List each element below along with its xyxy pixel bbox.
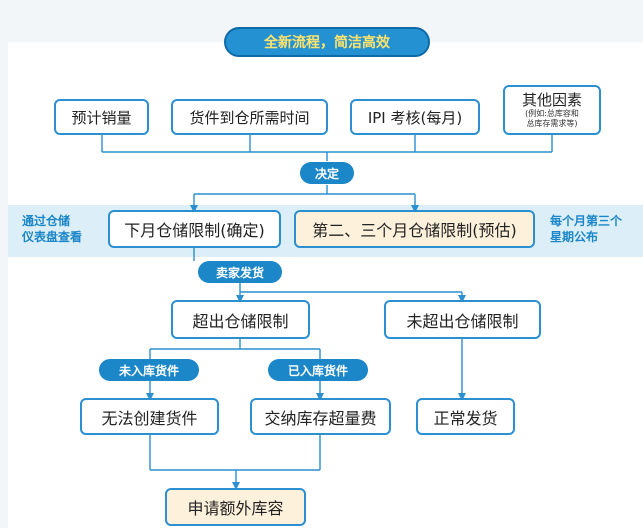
side-note-published: 每个月第三个 星期公布 [550, 214, 622, 245]
cannot-create-shipment: 无法创建货件 [80, 398, 219, 435]
factor-shipment-transit-time: 货件到仓所需时间 [171, 99, 328, 135]
side-note-published-line1: 每个月第三个 [550, 214, 623, 228]
next-month-limit: 下月仓储限制(确定) [108, 210, 281, 248]
factor-other: 其他因素 (例如:总库容和 总库存需求等) [503, 85, 601, 135]
not-received-label: 未入库货件 [99, 359, 199, 381]
month-2-3-limit: 第二、三个月仓储限制(预估) [294, 210, 535, 248]
factor-ipi-review: IPI 考核(每月) [350, 99, 480, 135]
apply-extra-capacity: 申请额外库容 [165, 488, 306, 526]
side-note-dashboard-line2: 仪表盘查看 [22, 229, 83, 244]
factor-other-label: 其他因素 [521, 91, 582, 110]
side-note-dashboard-line1: 通过仓储 [22, 214, 71, 228]
title-banner: 全新流程，简洁高效 [224, 27, 430, 57]
decide-label: 决定 [300, 162, 354, 184]
factor-other-note-line1: (例如:总库容和 [525, 109, 579, 119]
normal-shipment: 正常发货 [416, 398, 515, 435]
not-exceed-limit: 未超出仓储限制 [384, 300, 541, 339]
exceed-limit: 超出仓储限制 [171, 300, 310, 339]
side-note-dashboard: 通过仓储 仪表盘查看 [22, 214, 82, 245]
side-note-published-line2: 星期公布 [550, 229, 599, 244]
pay-overage-fee: 交纳库存超量费 [250, 398, 391, 435]
seller-ship-label: 卖家发货 [198, 261, 282, 283]
factor-forecast-sales: 预计销量 [54, 99, 149, 135]
received-label: 已入库货件 [268, 359, 368, 381]
factor-other-note-line2: 总库存需求等) [526, 118, 578, 128]
